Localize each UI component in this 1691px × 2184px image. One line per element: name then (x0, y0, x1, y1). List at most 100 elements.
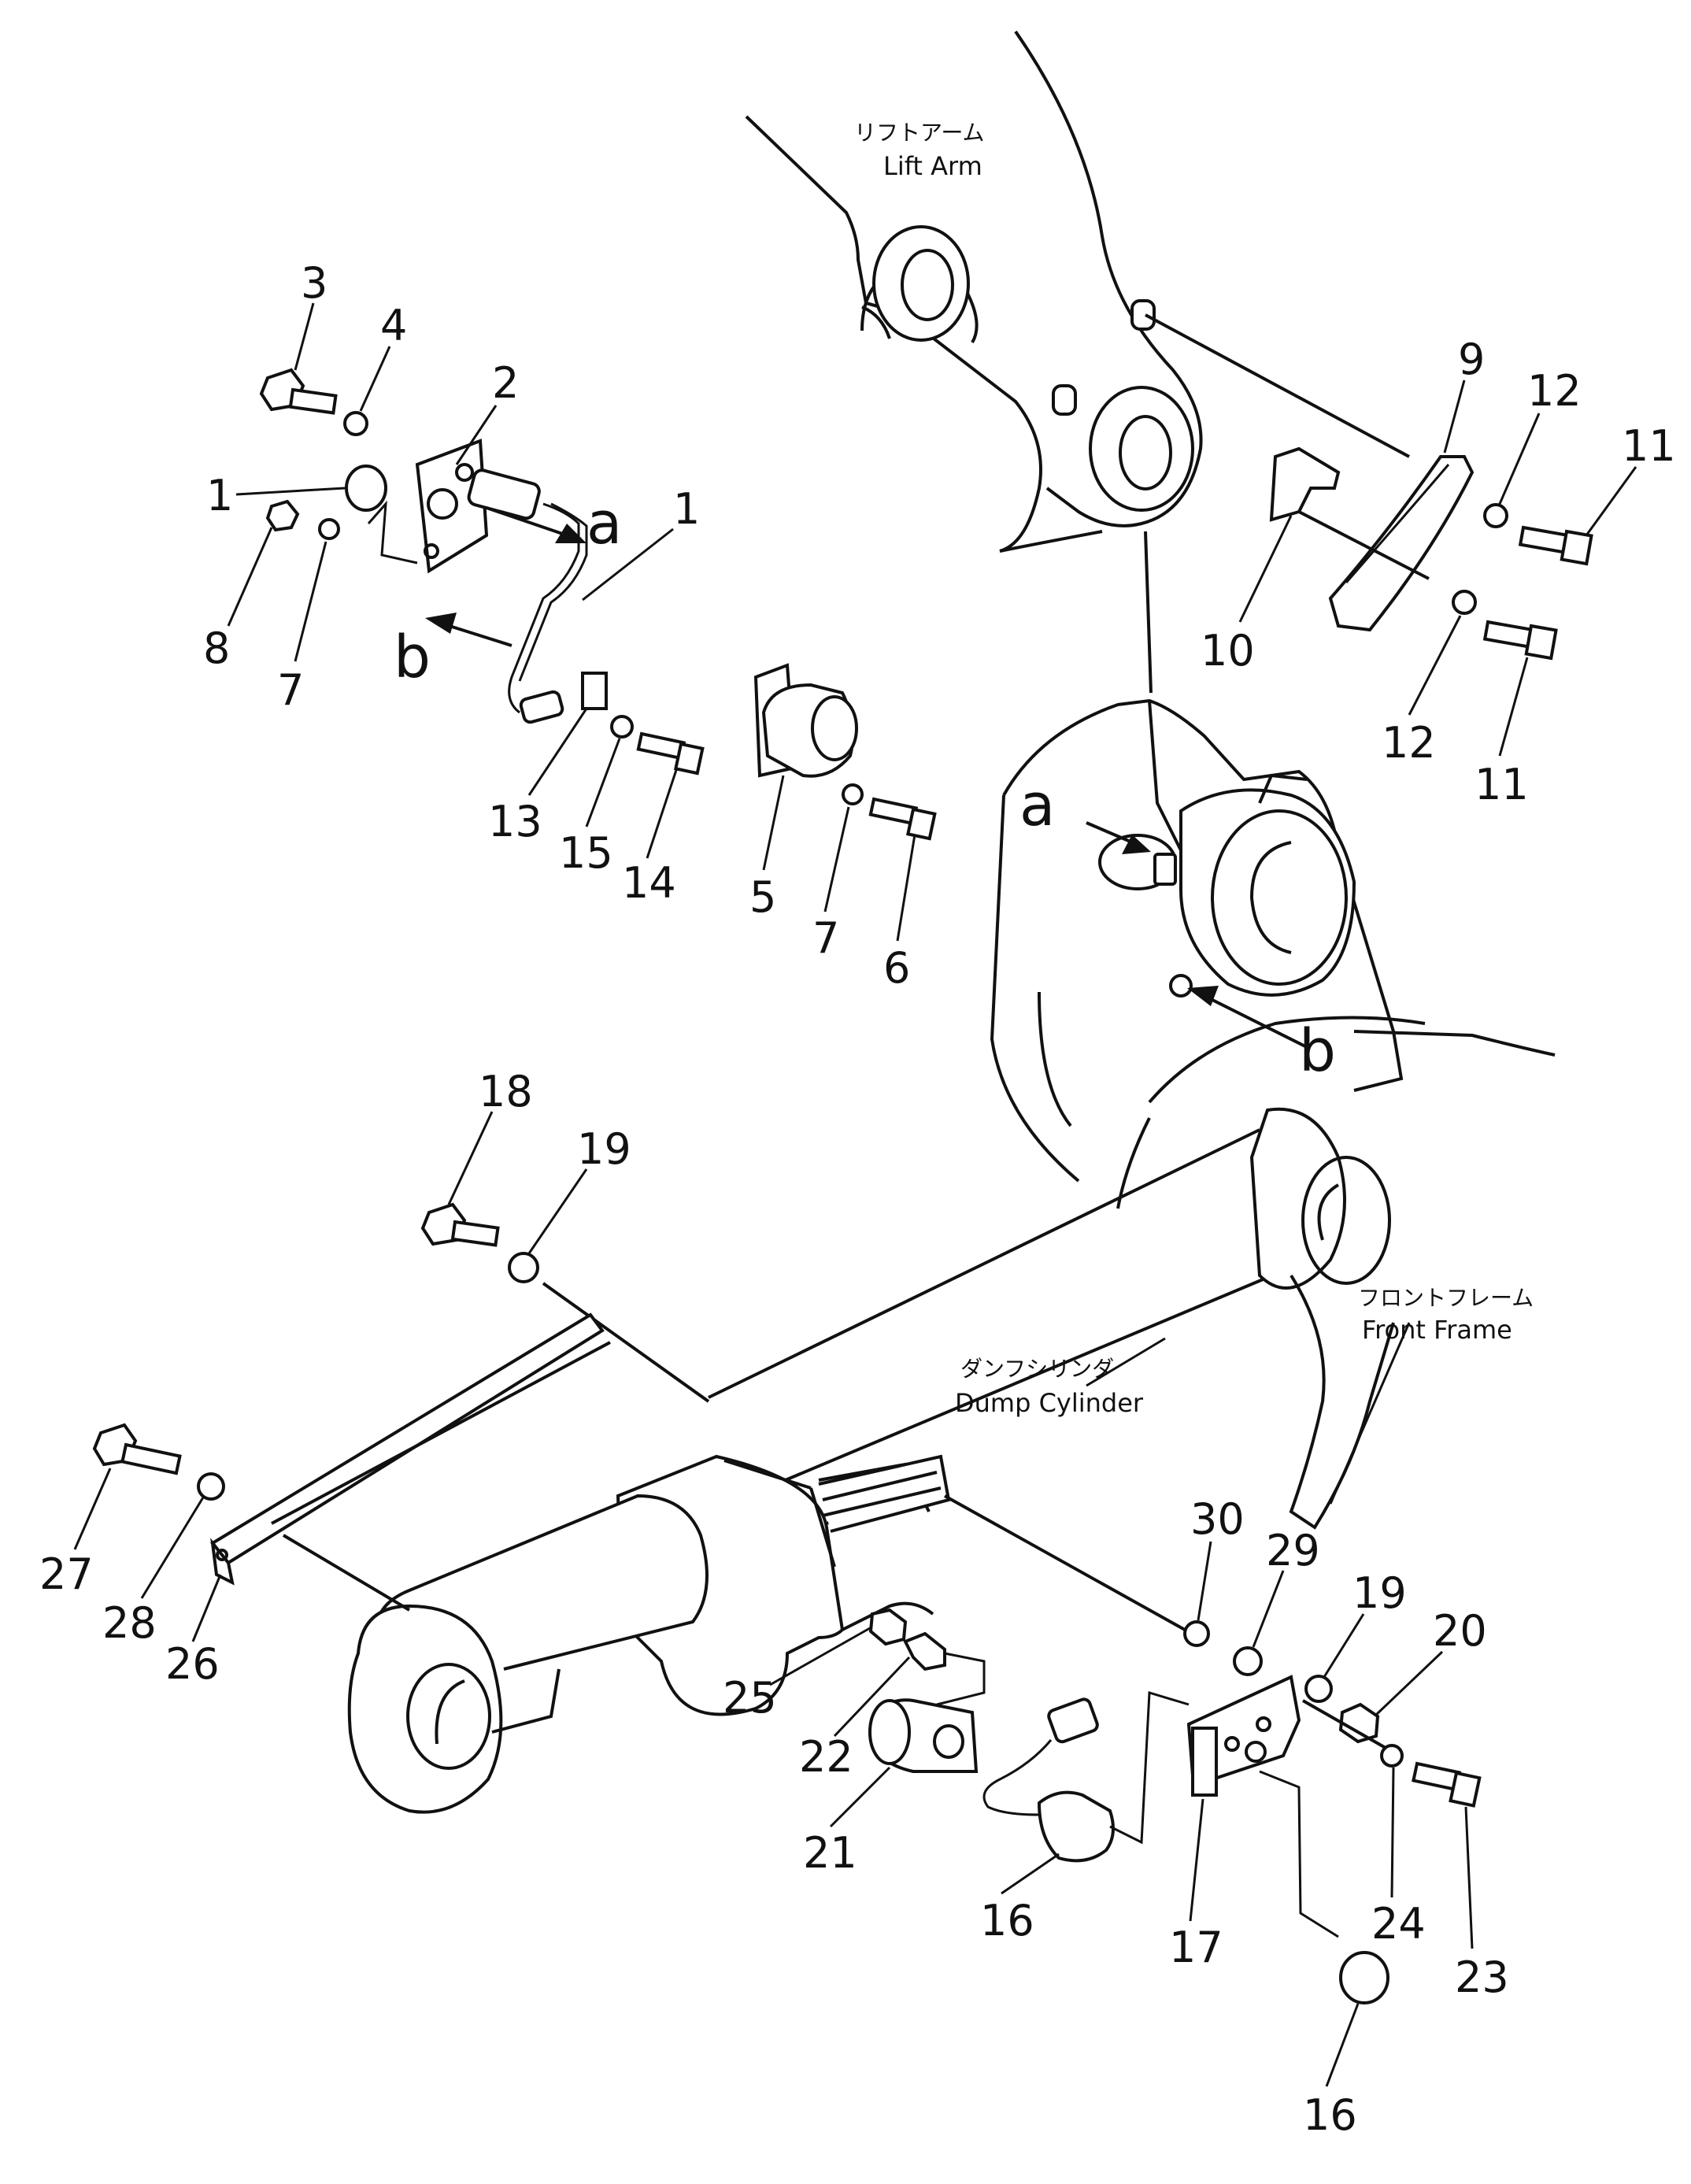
callout-11-bottom: 11 (1475, 760, 1529, 809)
letter-b-upper: b (394, 624, 431, 691)
washer-4 (343, 411, 368, 436)
switch-21 (868, 1698, 979, 1773)
callout-25: 25 (723, 1673, 777, 1723)
callout-5: 5 (749, 872, 776, 922)
leader-dump (1086, 1337, 1166, 1387)
bolt-3 (259, 368, 338, 415)
bolt-27 (92, 1423, 182, 1475)
leader-16-mid (1109, 1691, 1190, 1845)
callout-29: 29 (1266, 1526, 1320, 1575)
callout-2: 2 (492, 358, 519, 408)
washer-12-bottom (1452, 590, 1477, 615)
callout-18: 18 (479, 1067, 533, 1116)
letter-b-frame: b (1299, 1017, 1336, 1085)
washer-15 (610, 715, 634, 738)
callout-26: 26 (165, 1639, 220, 1689)
dump-cylinder-label-jp: ダンフシリンダ (960, 1356, 1114, 1382)
leader-10 (1298, 510, 1430, 580)
nut-8 (265, 499, 300, 532)
callout-24: 24 (1371, 1899, 1426, 1949)
leader-24 (1302, 1699, 1386, 1749)
leader-frame (1329, 1322, 1411, 1505)
bracket-17 (1186, 1675, 1301, 1797)
callout-11-top: 11 (1622, 421, 1676, 471)
bracket-2 (415, 439, 489, 574)
letter-a-upper: a (586, 490, 622, 557)
dump-cylinder-label: ダンフシリンダ Dump Cylinder (955, 1356, 1144, 1418)
callout-23: 23 (1455, 1953, 1509, 2002)
arrowhead-a-upper (555, 524, 586, 543)
callout-6: 6 (883, 943, 910, 993)
nut-16 (1339, 1951, 1389, 2004)
front-frame (990, 698, 1556, 1209)
washer-28 (197, 1472, 225, 1501)
clip-13 (581, 672, 608, 710)
callout-16-low: 16 (1303, 2090, 1357, 2140)
callout-7-right: 7 (812, 913, 839, 963)
arrowhead-b-upper (425, 613, 457, 634)
callout-15: 15 (559, 828, 613, 878)
washer-19-left (508, 1252, 539, 1283)
bolt-11-top (1518, 525, 1593, 566)
washer-24 (1380, 1744, 1404, 1768)
callout-22: 22 (799, 1732, 853, 1782)
nut-1 (345, 465, 387, 512)
front-frame-label: フロントフレーム Front Frame (1358, 1285, 1534, 1345)
leader-9 (1145, 313, 1410, 458)
clip-22 (903, 1631, 946, 1671)
washer-7-lower (842, 783, 864, 805)
part-group-upper-right (1145, 313, 1593, 661)
leader-line (1144, 531, 1153, 694)
callout-12-top: 12 (1527, 366, 1582, 416)
arrow-b-frame (1196, 990, 1308, 1049)
part-group-5 (753, 663, 937, 841)
lift-arm-label-en: Lift Arm (883, 151, 982, 181)
callout-1-left: 1 (206, 471, 233, 520)
leader-19-left (542, 1282, 710, 1403)
callout-28: 28 (102, 1598, 157, 1648)
dump-cylinder-label-en: Dump Cylinder (955, 1388, 1144, 1418)
arrowhead-a-frame (1122, 835, 1151, 854)
callout-8: 8 (203, 624, 230, 673)
callout-10: 10 (1201, 626, 1255, 676)
washer-12-top (1483, 503, 1508, 528)
callout-19-right: 19 (1352, 1568, 1407, 1618)
bolt-18 (420, 1202, 500, 1247)
callout-19-left: 19 (577, 1124, 631, 1174)
callout-12-bottom: 12 (1382, 718, 1436, 768)
callout-17: 17 (1169, 1923, 1223, 1972)
front-frame-label-en: Front Frame (1362, 1315, 1512, 1345)
callout-27: 27 (39, 1549, 94, 1599)
switch-16 (982, 1697, 1115, 1863)
part-group-upper-left (259, 368, 705, 776)
washer-30 (1183, 1620, 1210, 1647)
bolt-14 (636, 731, 705, 776)
callout-20: 20 (1433, 1606, 1487, 1656)
callout-30: 30 (1190, 1494, 1245, 1544)
callout-14: 14 (622, 858, 676, 908)
callout-21: 21 (803, 1828, 857, 1878)
callout-16-mid: 16 (980, 1896, 1034, 1945)
nut-25 (868, 1608, 908, 1646)
bracket-10 (1269, 446, 1341, 522)
lift-arm-label-jp: リフトアーム (854, 120, 984, 146)
bolt-11-bottom (1482, 620, 1558, 661)
callout-4: 4 (380, 301, 407, 350)
callout-3: 3 (301, 258, 327, 308)
letter-a-frame: a (1019, 772, 1055, 839)
bolt-23 (1412, 1761, 1482, 1808)
bolt-6-head (905, 807, 937, 841)
callout-1-right: 1 (673, 484, 700, 534)
washer-29 (1233, 1646, 1263, 1676)
leader-30 (944, 1494, 1186, 1631)
dump-cylinder (347, 1107, 1395, 1814)
washer-19-right (1304, 1675, 1333, 1703)
leader-16-low (1259, 1770, 1339, 1938)
leader-26 (282, 1534, 411, 1612)
arrowhead-b-frame (1187, 986, 1219, 1006)
callout-9: 9 (1458, 335, 1485, 384)
washer-7 (318, 518, 340, 540)
lift-arm-label: リフトアーム Lift Arm (854, 120, 984, 181)
lift-arm (745, 30, 1203, 553)
